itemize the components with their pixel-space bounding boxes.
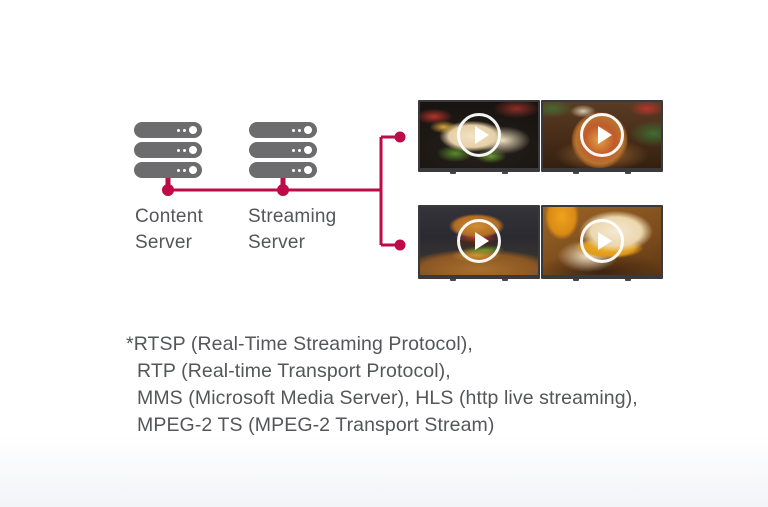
footnote-line: *RTSP (Real-Time Streaming Protocol), (126, 333, 473, 355)
led-dot-icon (177, 148, 180, 152)
server-drive-bar (249, 142, 317, 158)
led-circle-icon (189, 146, 197, 154)
play-button[interactable] (580, 113, 624, 157)
display-stand-foot (449, 279, 456, 281)
led-dot-icon (298, 128, 301, 132)
led-dot-icon (177, 168, 180, 172)
footnote-line: MPEG-2 TS (MPEG-2 Transport Stream) (137, 414, 495, 436)
led-dot-icon (183, 148, 186, 152)
led-dot-icon (298, 168, 301, 172)
led-circle-icon (304, 126, 312, 134)
connection-dot (162, 184, 174, 196)
signage-display (418, 205, 540, 281)
play-icon (474, 126, 489, 144)
server-drive-bar (249, 162, 317, 178)
video-thumbnail-pizza (543, 102, 661, 168)
led-dot-icon (292, 128, 295, 132)
server-drive-bar (249, 122, 317, 138)
footnote-line: MMS (Microsoft Media Server), HLS (http … (137, 387, 638, 409)
footnote-line: RTP (Real-time Transport Protocol), (137, 360, 451, 382)
play-button[interactable] (457, 113, 501, 157)
streaming-server-label: Streaming Server (248, 206, 337, 253)
content-server-label: Content Server (135, 206, 203, 253)
signage-display (418, 100, 540, 174)
connection-dot (394, 131, 406, 143)
server-stack-icon (134, 122, 202, 178)
display-stand-foot (625, 172, 632, 174)
led-circle-icon (304, 146, 312, 154)
server-drive-bar (134, 142, 202, 158)
display-stand-foot (449, 172, 456, 174)
play-icon (597, 126, 612, 144)
play-icon (597, 232, 612, 250)
signage-display (541, 100, 663, 174)
display-stand-foot (572, 172, 579, 174)
server-drive-bar (134, 122, 202, 138)
connection-dot (394, 239, 406, 251)
led-dot-icon (292, 168, 295, 172)
led-dot-icon (177, 128, 180, 132)
led-dot-icon (183, 128, 186, 132)
led-dot-icon (298, 148, 301, 152)
play-icon (474, 232, 489, 250)
display-stand-foot (502, 172, 509, 174)
protocol-footnote: *RTSP (Real-Time Streaming Protocol), RT… (126, 331, 638, 439)
signage-display (541, 205, 663, 281)
led-circle-icon (189, 126, 197, 134)
led-dot-icon (183, 168, 186, 172)
video-thumbnail-burger (420, 207, 538, 275)
led-circle-icon (304, 166, 312, 174)
connection-dot (277, 184, 289, 196)
led-dot-icon (292, 148, 295, 152)
display-stand-foot (572, 279, 579, 281)
server-drive-bar (134, 162, 202, 178)
play-button[interactable] (457, 219, 501, 263)
play-button[interactable] (580, 219, 624, 263)
led-circle-icon (189, 166, 197, 174)
display-stand-foot (625, 279, 632, 281)
video-thumbnail-grilled-cheese (543, 207, 661, 275)
server-stack-icon (249, 122, 317, 178)
display-stand-foot (502, 279, 509, 281)
video-thumbnail-fajita-wraps (420, 102, 538, 168)
